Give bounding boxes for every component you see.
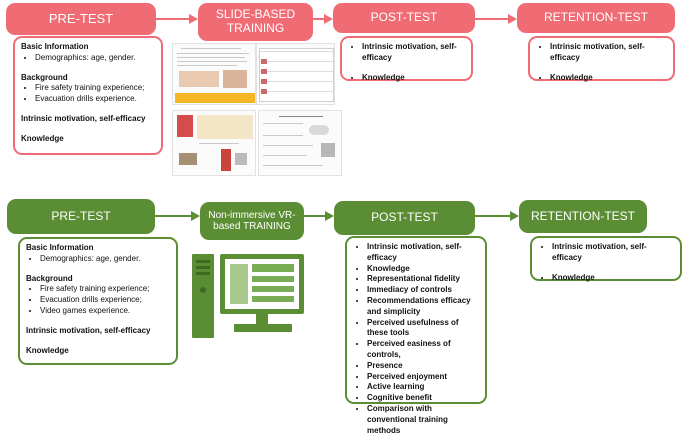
top-retention-header: RETENTION-TEST: [517, 3, 675, 33]
bottom-pretest-box: Basic Information Demographics: age, gen…: [18, 237, 178, 365]
bottom-arrow-3: [475, 211, 519, 221]
top-arrow-2: [313, 14, 333, 24]
top-bg-item: Fire safety training experience;: [35, 83, 155, 94]
bottom-ret-motivation-item: Intrinsic motivation, self-efficacy: [552, 242, 674, 264]
bottom-post-item: Knowledge: [367, 264, 479, 275]
top-pretest-header: PRE-TEST: [6, 3, 156, 35]
bottom-post-item: Immediacy of controls: [367, 285, 479, 296]
top-ret-motivation-item: Intrinsic motivation, self-efficacy: [550, 42, 667, 64]
top-training-label: SLIDE-BASED TRAINING: [215, 7, 296, 35]
computer-icon: [192, 254, 304, 338]
top-background-heading: Background: [21, 72, 68, 82]
top-arrow-3: [475, 14, 517, 24]
bottom-background-heading: Background: [26, 273, 73, 283]
bottom-basic-info-heading: Basic Information: [26, 243, 94, 252]
top-posttest-label: POST-TEST: [370, 10, 438, 25]
top-pretest-box: Basic Information Demographics: age, gen…: [13, 36, 163, 155]
bottom-retention-box: Intrinsic motivation, self-efficacy Know…: [530, 236, 682, 284]
bottom-arrow-1: [155, 211, 200, 221]
bottom-post-item: Cognitive benefit: [367, 393, 479, 404]
bottom-post-item: Active learning: [367, 382, 479, 393]
bottom-post-item: Recommendations efficacy and simplicity: [367, 296, 479, 318]
top-arrow-1: [156, 14, 198, 24]
bottom-posttest-label: POST-TEST: [371, 210, 438, 225]
bottom-ret-knowledge-item: Knowledge: [552, 273, 674, 284]
bottom-retention-label: RETENTION-TEST: [531, 208, 635, 223]
slide-thumbnail-icon: [258, 110, 342, 176]
bottom-pretest-label: PRE-TEST: [51, 208, 111, 223]
bottom-bg-item: Evacuation drills experience;: [40, 295, 170, 306]
top-demographics-item: Demographics: age, gender.: [35, 53, 155, 64]
slide-thumbnail-icon: [256, 43, 335, 105]
bottom-pretest-header: PRE-TEST: [7, 199, 155, 234]
top-posttest-box: Intrinsic motivation, self-efficacy Know…: [340, 36, 473, 84]
bottom-post-item: Presence: [367, 361, 479, 372]
bottom-retention-header: RETENTION-TEST: [519, 200, 647, 233]
bottom-bg-item: Video games experience.: [40, 306, 170, 317]
bottom-post-item: Perceived enjoyment: [367, 372, 479, 383]
bottom-post-item: Intrinsic motivation, self-efficacy: [367, 242, 479, 264]
bottom-posttest-header: POST-TEST: [334, 201, 475, 235]
slide-thumbnail-icon: [172, 43, 256, 105]
top-motivation-item: Intrinsic motivation, self-efficacy: [21, 113, 146, 123]
slide-thumbnail-icon: [172, 110, 256, 176]
top-retention-box: Intrinsic motivation, self-efficacy Know…: [528, 36, 675, 84]
bottom-arrow-2: [304, 211, 334, 221]
top-posttest-header: POST-TEST: [333, 3, 475, 33]
top-post-knowledge-item: Knowledge: [362, 73, 465, 84]
bottom-bg-item: Fire safety training experience;: [40, 284, 170, 295]
top-knowledge-item: Knowledge: [21, 133, 64, 143]
bottom-post-item: Comparison with conventional training me…: [367, 404, 479, 436]
top-bg-item: Evacuation drills experience.: [35, 94, 155, 105]
bottom-training-label: Non-immersive VR- based TRAINING: [208, 209, 296, 233]
top-ret-knowledge-item: Knowledge: [550, 73, 667, 84]
bottom-training-header: Non-immersive VR- based TRAINING: [200, 202, 304, 240]
bottom-post-item: Perceived easiness of controls,: [367, 339, 479, 361]
bottom-post-item: Perceived usefulness of these tools: [367, 318, 479, 340]
top-pretest-label: PRE-TEST: [48, 10, 114, 26]
bottom-posttest-box: Intrinsic motivation, self-efficacyKnowl…: [345, 236, 487, 435]
top-basic-info-heading: Basic Information: [21, 42, 89, 51]
bottom-post-item: Representational fidelity: [367, 274, 479, 285]
top-post-motivation-item: Intrinsic motivation, self-efficacy: [362, 42, 465, 64]
bottom-motivation-item: Intrinsic motivation, self-efficacy: [26, 325, 151, 335]
bottom-knowledge-item: Knowledge: [26, 345, 69, 355]
bottom-demographics-item: Demographics: age, gender.: [40, 254, 170, 265]
top-retention-label: RETENTION-TEST: [544, 10, 648, 25]
top-training-header: SLIDE-BASED TRAINING: [198, 3, 313, 41]
